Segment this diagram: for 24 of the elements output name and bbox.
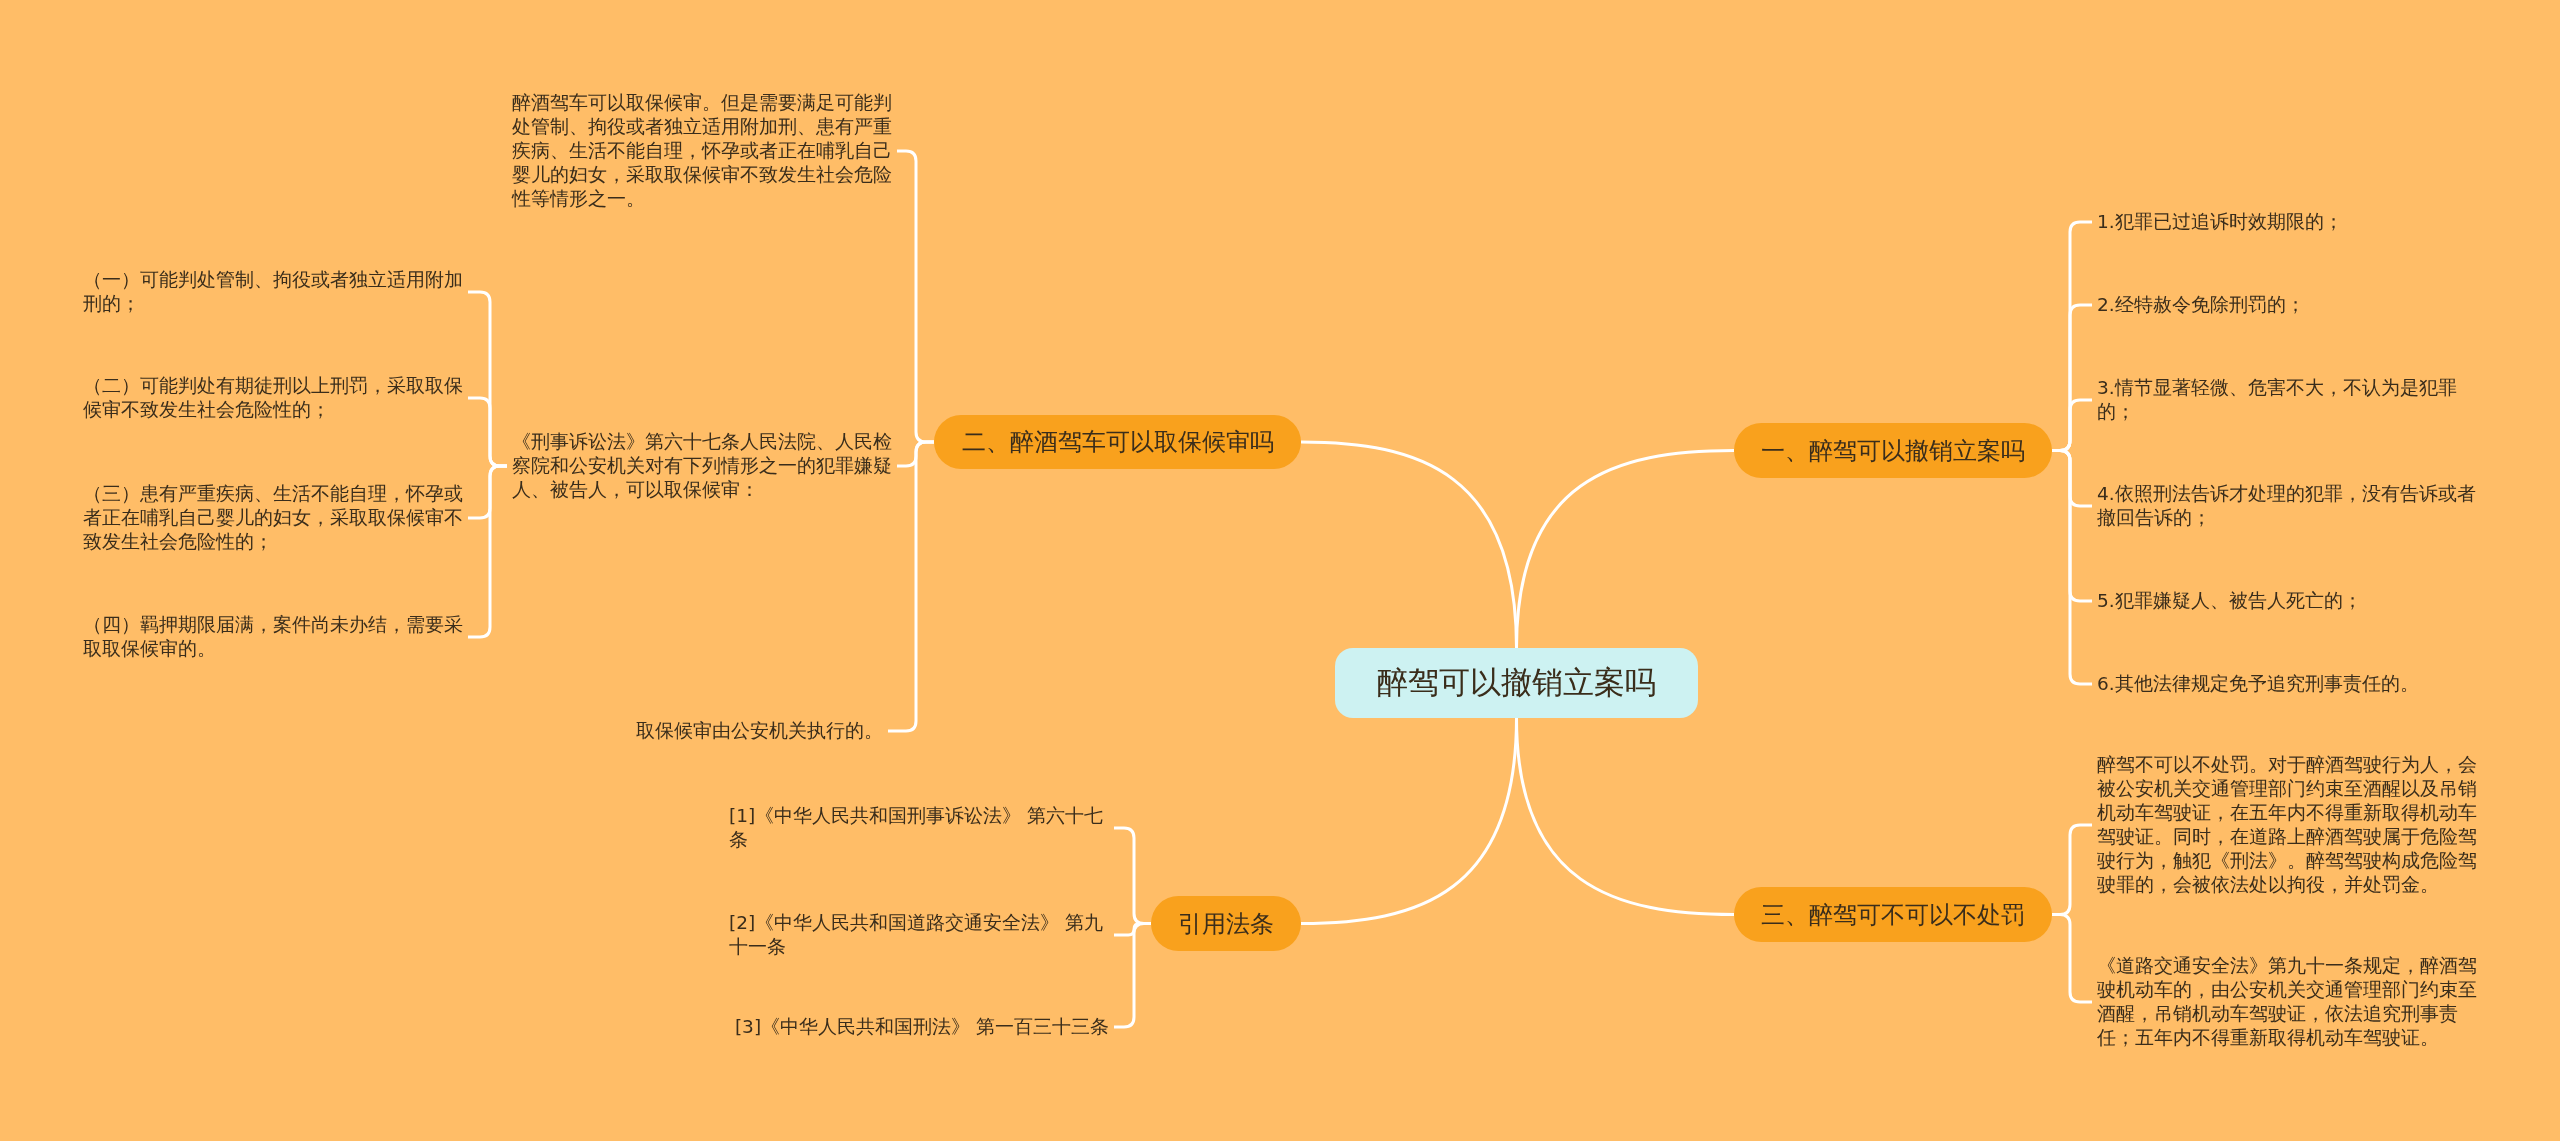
leaf-text: [2]《中华人民共和国道路交通安全法》 第九十一条 — [724, 911, 1114, 959]
leaf-text: 取保候审由公安机关执行的。 — [631, 719, 888, 743]
leaf-text: 3.情节显著轻微、危害不大，不认为是犯罪的； — [2092, 376, 2482, 424]
leaf-text: （一）可能判处管制、拘役或者独立适用附加刑的； — [78, 268, 468, 316]
leaf-text: （三）患有严重疾病、生活不能自理，怀孕或者正在哺乳自己婴儿的妇女，采取取保候审不致发生社会危险性的； — [78, 482, 468, 554]
leaf-text: 醉酒驾车可以取保候审。但是需要满足可能判处管制、拘役或者独立适用附加刑、患有严重疾病、生活不能自理，怀孕或者正在哺乳自己婴儿的妇女，采取取保候审不致发生社会危险性等情形之一。 — [507, 91, 897, 211]
central-topic-box: 醉驾可以撤销立案吗 — [1335, 648, 1698, 718]
branch-topic-box: 二、醉酒驾车可以取保候审吗 — [934, 415, 1301, 469]
leaf-text: 醉驾不可以不处罚。对于醉酒驾驶行为人，会被公安机关交通管理部门约束至酒醒以及吊销机动车驾驶证，在五年内不得重新取得机动车驾驶证。同时，在道路上醉酒驾驶属于危险驾驶行为，触犯《刑法》。醉驾驾驶构成危险驾驶罪的，会被依法处以拘役，并处罚金。 — [2092, 753, 2482, 897]
leaf-text: （四）羁押期限届满，案件尚未办结，需要采取取保候审的。 — [78, 613, 468, 661]
branch-topic-box: 三、醉驾可不可以不处罚 — [1734, 887, 2052, 942]
leaf-text: 6.其他法律规定免予追究刑事责任的。 — [2092, 672, 2424, 696]
leaf-text: 4.依照刑法告诉才处理的犯罪，没有告诉或者撤回告诉的； — [2092, 482, 2482, 530]
leaf-text: [3]《中华人民共和国刑法》 第一百三十三条 — [729, 1015, 1114, 1039]
branch-topic-box: 一、醉驾可以撤销立案吗 — [1734, 423, 2052, 478]
leaf-text: 5.犯罪嫌疑人、被告人死亡的； — [2092, 589, 2367, 613]
connector-line — [1300, 440, 1518, 649]
leaf-text: 2.经特赦令免除刑罚的； — [2092, 293, 2310, 317]
leaf-text: 1.犯罪已过追诉时效期限的； — [2092, 210, 2348, 234]
leaf-text: 《道路交通安全法》第九十一条规定，醉酒驾驶机动车的，由公安机关交通管理部门约束至酒醒，吊销机动车驾驶证，依法追究刑事责任；五年内不得重新取得机动车驾驶证。 — [2092, 954, 2482, 1050]
leaf-text: 《刑事诉讼法》第六十七条人民法院、人民检察院和公安机关对有下列情形之一的犯罪嫌疑人、被告人，可以取保候审： — [507, 430, 897, 502]
branch-topic-box: 引用法条 — [1151, 896, 1301, 951]
leaf-text: （二）可能判处有期徒刑以上刑罚，采取取保候审不致发生社会危险性的； — [78, 374, 468, 422]
leaf-text: [1]《中华人民共和国刑事诉讼法》 第六十七条 — [724, 804, 1114, 852]
